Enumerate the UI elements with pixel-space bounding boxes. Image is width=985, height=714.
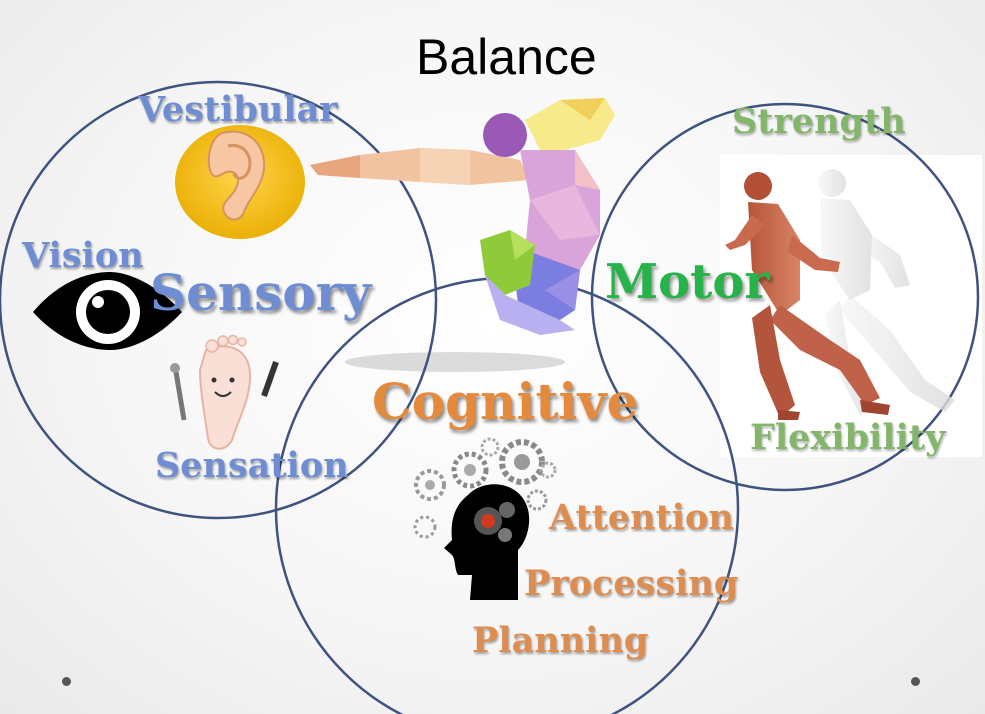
sensory-circle xyxy=(0,80,438,520)
head-gears-icon xyxy=(413,437,557,600)
label-processing: Processing xyxy=(524,563,739,604)
diagram-title: Balance xyxy=(416,29,597,85)
label-sensation: Sensation xyxy=(155,445,349,486)
runner-figure xyxy=(725,169,955,420)
label-strength: Strength xyxy=(732,101,906,142)
sensory-heading: Sensory xyxy=(150,263,372,322)
gymnast-figure xyxy=(310,98,615,335)
gymnast-shadow xyxy=(345,352,565,372)
ear-icon xyxy=(175,125,305,239)
label-vestibular: Vestibular xyxy=(138,89,338,130)
label-attention: Attention xyxy=(549,497,734,538)
label-vision: Vision xyxy=(22,235,144,276)
motor-circle xyxy=(590,102,980,492)
motor-heading: Motor xyxy=(605,254,770,310)
eye-icon xyxy=(33,272,182,350)
cognitive-heading: Cognitive xyxy=(372,372,639,431)
label-planning: Planning xyxy=(472,620,649,661)
foot-icon xyxy=(170,334,279,450)
slide-dot-right xyxy=(911,677,920,686)
slide-dot-left xyxy=(62,677,71,686)
label-flexibility: Flexibility xyxy=(750,417,946,458)
